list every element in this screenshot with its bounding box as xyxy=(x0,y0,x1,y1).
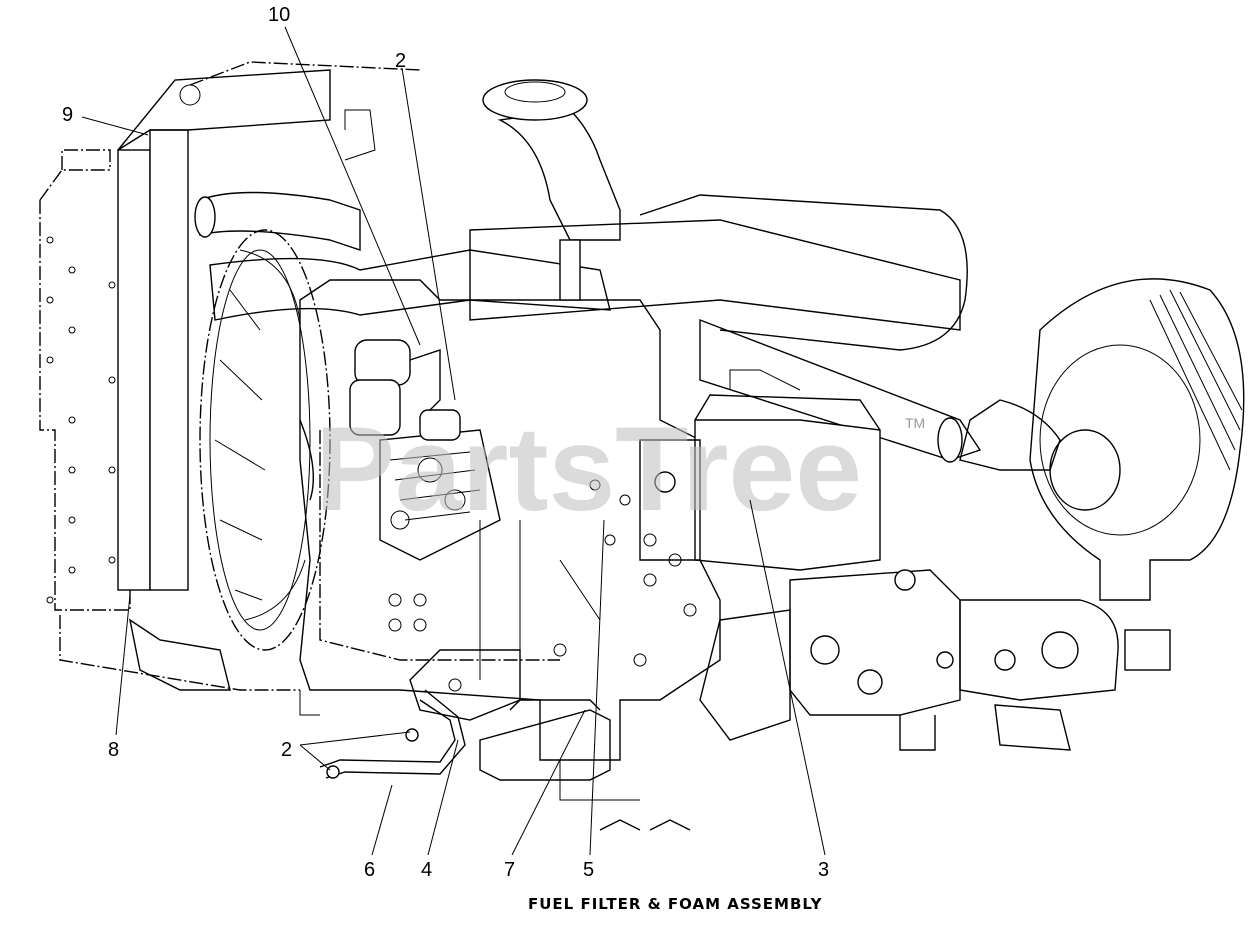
callout-3: 3 xyxy=(818,859,829,881)
fuel-line-assembly xyxy=(128,618,691,831)
callout-2-lower: 2 xyxy=(281,739,292,761)
intake-piping xyxy=(194,79,982,461)
callout-2-upper: 2 xyxy=(395,50,406,72)
callout-6: 6 xyxy=(364,859,375,881)
alternator xyxy=(937,278,1245,601)
callout-9: 9 xyxy=(62,104,73,126)
trademark-symbol: TM xyxy=(905,415,925,431)
watermark-text: PartsTree xyxy=(315,402,862,536)
engine-block xyxy=(299,279,721,761)
radiator-assembly xyxy=(39,61,421,691)
cooling-fan xyxy=(199,229,331,651)
callout-8: 8 xyxy=(108,739,119,761)
leader-lines xyxy=(81,26,826,856)
callout-5: 5 xyxy=(583,859,594,881)
callout-labels: 10 2 9 8 2 6 4 7 5 3 xyxy=(62,4,829,881)
callout-7: 7 xyxy=(504,859,515,881)
fuel-filter xyxy=(299,339,461,501)
diagram-caption: FUEL FILTER & FOAM ASSEMBLY xyxy=(528,895,823,913)
filter-housing-box xyxy=(639,369,881,571)
callout-4: 4 xyxy=(421,859,432,881)
callout-10: 10 xyxy=(268,4,290,26)
hydraulic-pump xyxy=(699,569,1171,751)
